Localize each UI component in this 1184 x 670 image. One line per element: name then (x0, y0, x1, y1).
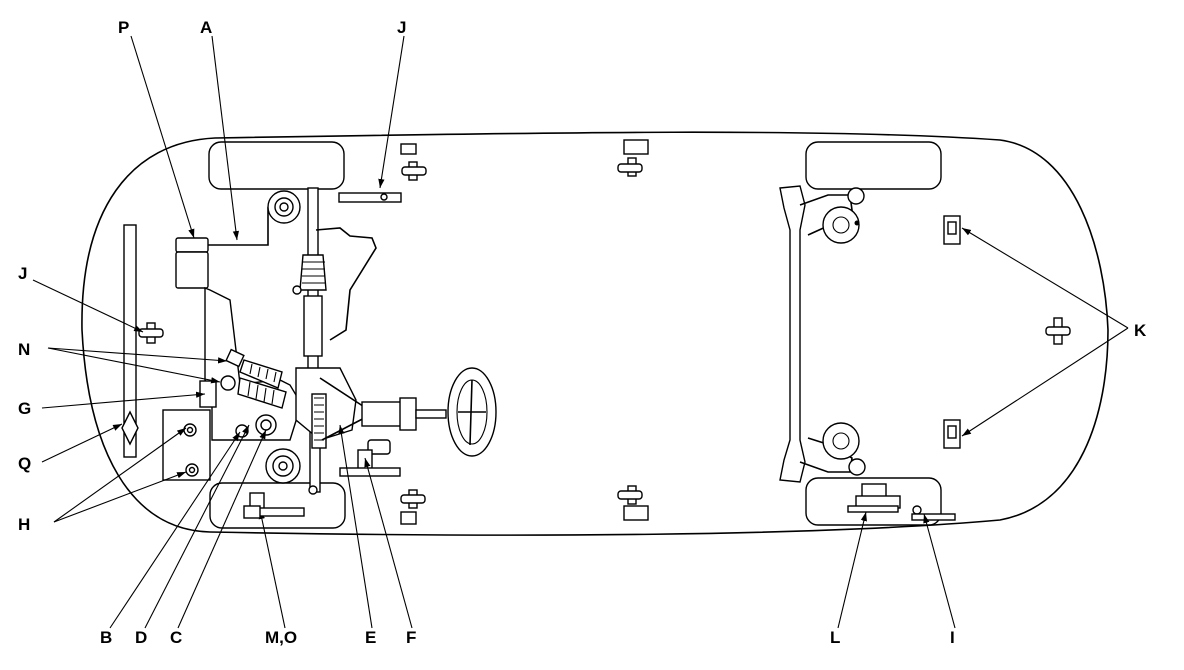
label-G: G (18, 399, 31, 418)
label-B: B (100, 628, 112, 647)
label-J-top: J (397, 18, 406, 37)
component-F (339, 439, 401, 477)
rear-suspension (779, 185, 866, 483)
front-right-wheel (209, 482, 346, 529)
label-A: A (200, 18, 212, 37)
component-I (911, 505, 956, 521)
label-J-left: J (18, 264, 27, 283)
vehicle-body-outline (81, 131, 1109, 536)
front-bumper-beam (121, 224, 139, 458)
relay-box (162, 409, 211, 481)
lower-pillar-clips (400, 485, 649, 525)
component-L (847, 483, 901, 513)
front-left-strut (267, 190, 301, 224)
label-P: P (118, 18, 129, 37)
component-J-top (338, 192, 402, 203)
sensor-N-lower (220, 375, 287, 409)
front-right-strut (265, 448, 301, 484)
component-MO (243, 492, 305, 519)
component-K-lower (943, 419, 961, 449)
front-left-wheel (208, 141, 345, 190)
label-I: I (950, 628, 955, 647)
label-L: L (830, 628, 840, 647)
label-C: C (170, 628, 182, 647)
upper-pillar-clips (400, 139, 649, 181)
label-K: K (1134, 321, 1147, 340)
rear-left-wheel (805, 141, 942, 190)
label-N: N (18, 340, 30, 359)
label-Q: Q (18, 454, 31, 473)
label-H: H (18, 515, 30, 534)
sensor-N-upper (225, 348, 283, 389)
steering-wheel (447, 367, 497, 457)
steering-rack (292, 187, 377, 495)
front-sensor-clip (138, 322, 164, 344)
component-K-upper (943, 215, 961, 245)
label-D: D (135, 628, 147, 647)
canister-component (175, 207, 300, 289)
label-MO: M,O (265, 628, 297, 647)
label-F: F (406, 628, 416, 647)
component-C (255, 414, 277, 436)
steering-column (295, 367, 447, 449)
rear-center-clip (1045, 317, 1071, 345)
leader-lines (32, 35, 1129, 629)
label-E: E (365, 628, 376, 647)
